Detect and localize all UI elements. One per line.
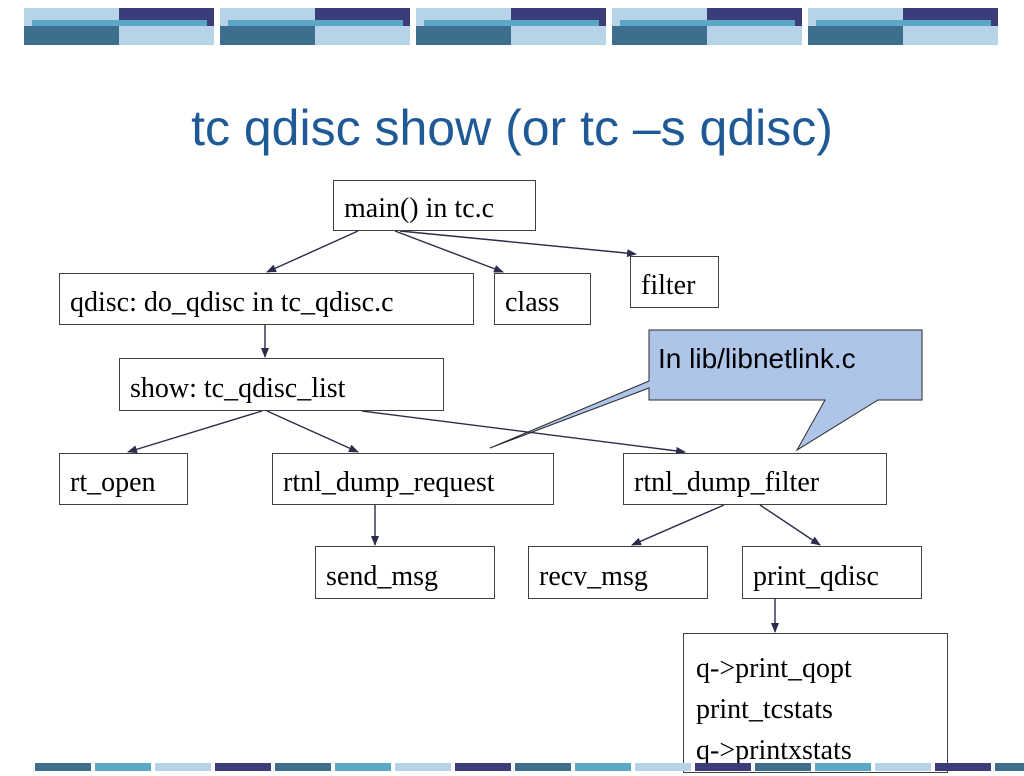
node-rtnl-dump-request-label: rtnl_dump_request [283,467,495,498]
top-band-block [903,26,998,45]
node-send-msg: send_msg [315,546,495,599]
bottom-band-block [695,763,751,771]
node-main: main() in tc.c [333,180,536,231]
node-rt-open-label: rt_open [70,467,156,498]
node-filter-label: filter [641,270,696,301]
edge-show-dumpfilter [361,410,686,455]
callout-text: In lib/libnetlink.c [658,343,856,374]
top-band-block [511,26,606,45]
top-band-stripe [816,20,991,26]
node-show: show: tc_qdisc_list [119,358,444,411]
bottom-band-block [215,763,271,771]
bottom-band-block [395,763,451,771]
bottom-band-block [275,763,331,771]
top-band-graphic [24,8,998,45]
node-print-details-line-2: print_tcstats [696,694,833,725]
node-print-details-line-1: q->print_qopt [696,653,852,684]
node-qdisc-label: qdisc: do_qdisc in tc_qdisc.c [70,287,394,318]
top-band-block [24,26,119,45]
top-band-block [707,26,802,45]
node-print-details: q->print_qopt print_tcstats q->printxsta… [683,633,948,773]
top-band-block [119,26,214,45]
top-band-stripe [424,20,599,26]
edge-show-rtopen [127,410,263,454]
top-decorative-band [0,0,1024,50]
top-band-block [315,26,410,45]
top-band-stripe [228,20,403,26]
node-show-label: show: tc_qdisc_list [130,373,346,404]
bottom-band-block [995,763,1024,771]
edge-main-qdisc [266,230,359,273]
bottom-band-block [95,763,151,771]
node-class: class [494,273,591,325]
top-band-block [612,26,707,45]
node-filter: filter [630,256,719,308]
node-print-qdisc-label: print_qdisc [753,561,879,592]
bottom-band-block [155,763,211,771]
node-recv-msg-label: recv_msg [539,561,648,592]
edge-main-filter [399,230,637,258]
edge-main-class [394,230,504,273]
bottom-band-block [755,763,811,771]
bottom-band-block [575,763,631,771]
bottom-decorative-band [0,758,1024,771]
node-main-label: main() in tc.c [344,193,495,224]
bottom-band-block [935,763,991,771]
bottom-band-block [635,763,691,771]
bottom-band-block [35,763,91,771]
edge-dumpfilter-recvmsg [631,504,725,546]
bottom-band-block [875,763,931,771]
node-rt-open: rt_open [59,453,188,505]
edge-dumpfilter-printqdisc [759,504,821,546]
bottom-band-graphic [35,763,1024,771]
bottom-band-block [335,763,391,771]
node-class-label: class [505,287,560,318]
bottom-band-block [515,763,571,771]
node-recv-msg: recv_msg [528,546,708,599]
edge-show-dumprequest [266,410,359,453]
top-band-stripe [620,20,795,26]
top-band-block [220,26,315,45]
node-print-qdisc: print_qdisc [742,546,922,599]
top-band-block [416,26,511,45]
top-band-stripe [32,20,207,26]
callout-shape [489,329,923,452]
node-rtnl-dump-request: rtnl_dump_request [272,453,554,505]
top-band-block [808,26,903,45]
node-send-msg-label: send_msg [326,561,438,592]
node-rtnl-dump-filter-label: rtnl_dump_filter [634,467,820,498]
node-print-details-line-3: q->printxstats [696,735,852,766]
node-rtnl-dump-filter: rtnl_dump_filter [623,453,887,505]
bottom-band-block [455,763,511,771]
slide-title: tc qdisc show (or tc –s qdisc) [191,100,833,156]
bottom-band-block [815,763,871,771]
node-qdisc: qdisc: do_qdisc in tc_qdisc.c [59,273,474,325]
